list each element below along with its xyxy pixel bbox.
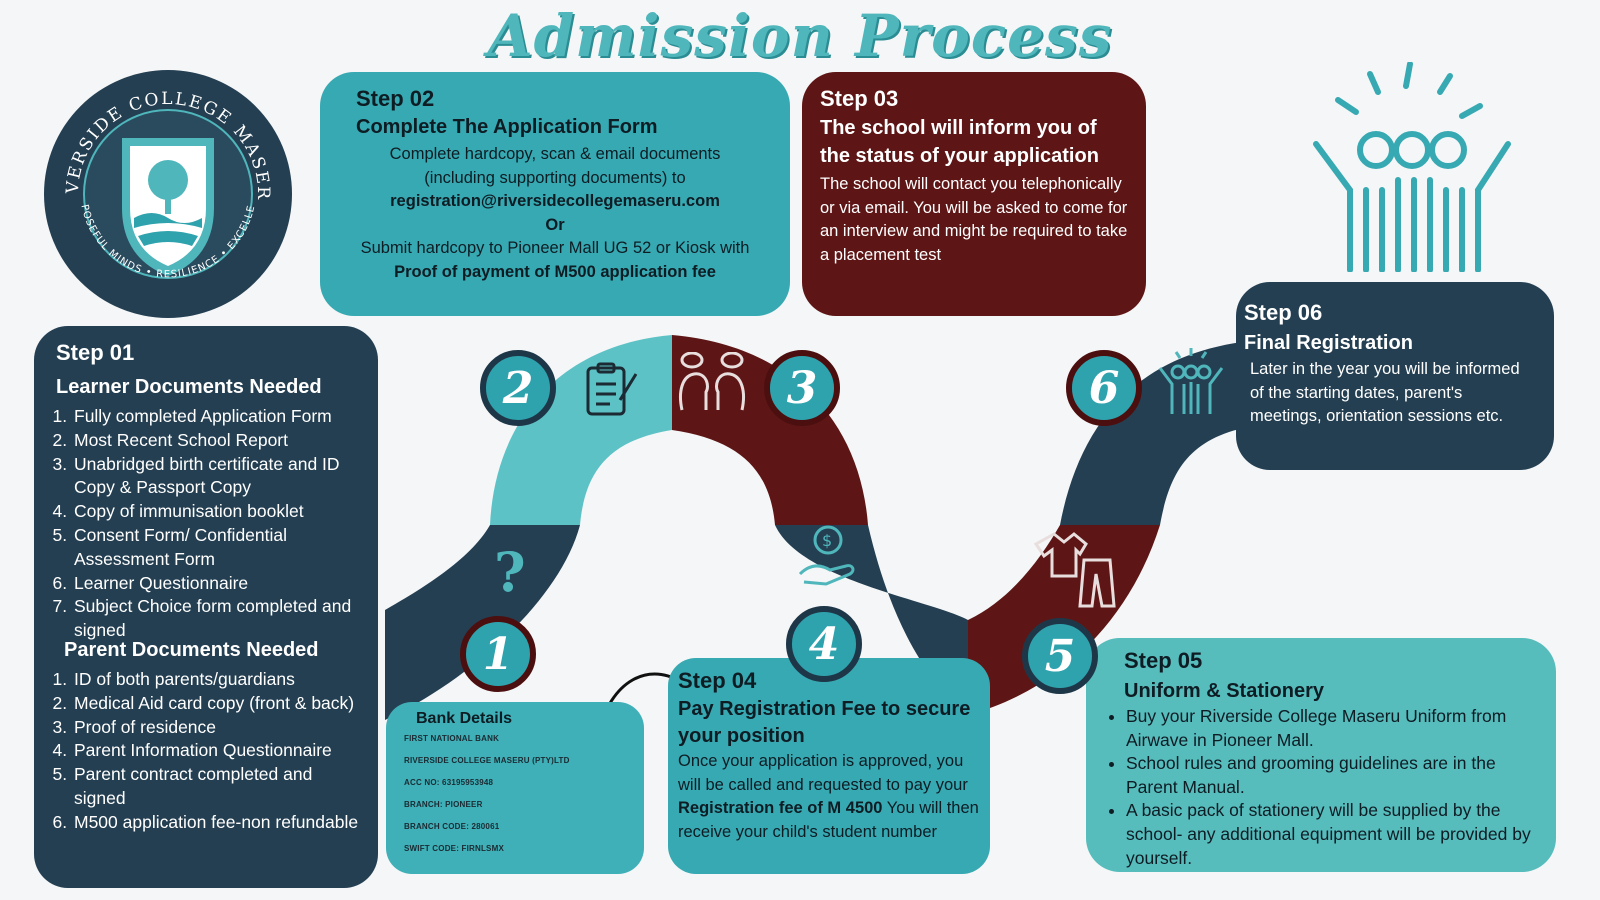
step-05-heading: Uniform & Stationery <box>1124 680 1325 702</box>
bank-details-heading: Bank Details <box>416 710 513 727</box>
step-03-heading: The school will inform you of the status… <box>820 117 1099 167</box>
page-title: Admission Process <box>487 2 1113 70</box>
step-04-text-part: You will then receive your child's stude… <box>678 799 979 841</box>
step-05-label: Step 05 <box>1124 648 1203 673</box>
step-number-4: 4 <box>786 606 862 682</box>
list-item: Proof of residence <box>72 716 360 740</box>
list-item: Parent Information Questionnaire <box>72 739 360 763</box>
path-segment-3 <box>672 335 868 525</box>
celebrating-people-icon <box>1310 61 1530 273</box>
list-item: School rules and grooming guidelines are… <box>1126 752 1540 799</box>
step-02-heading: Complete The Application Form <box>356 116 658 138</box>
step-01-card: Step 01 Learner Documents Needed Fully c… <box>34 326 378 888</box>
step-06-text: Later in the year you will be informed o… <box>1250 360 1520 426</box>
list-item: A basic pack of stationery will be suppl… <box>1126 799 1540 870</box>
question-mark-icon: ? <box>494 540 526 604</box>
small-people-icon <box>1158 348 1224 414</box>
step-number-3: 3 <box>764 350 840 426</box>
bank-line: ACC NO: 63195953948 <box>404 778 494 787</box>
step-05-card: Step 05 Uniform & Stationery Buy your Ri… <box>1086 638 1556 872</box>
bank-line: BRANCH CODE: 280061 <box>404 822 500 831</box>
learner-docs-heading: Learner Documents Needed <box>56 376 322 398</box>
parent-docs-heading: Parent Documents Needed <box>64 638 319 661</box>
step-number-6: 6 <box>1066 350 1142 426</box>
learner-docs-list: Fully completed Application Form Most Re… <box>56 405 360 643</box>
step-04-text: Once your application is approved, you w… <box>678 750 980 844</box>
list-item: Consent Form/ Confidential Assessment Fo… <box>72 524 360 572</box>
conversation-heads-icon <box>679 352 745 411</box>
step-06-label: Step 06 <box>1244 300 1323 325</box>
list-item: Most Recent School Report <box>72 429 360 453</box>
step-number-1: 1 <box>460 616 536 692</box>
step-04-text-part: Once your application is approved, you w… <box>678 752 968 794</box>
step-05-list: Buy your Riverside College Maseru Unifor… <box>1104 705 1540 870</box>
bank-line: BRANCH: PIONEER <box>404 800 483 809</box>
parent-docs-list: ID of both parents/guardians Medical Aid… <box>56 668 360 835</box>
list-item: Medical Aid card copy (front & back) <box>72 692 360 716</box>
step-06-card: Step 06 Final Registration Later in the … <box>1236 282 1554 470</box>
registration-fee-amount: Registration fee of M 4500 <box>678 799 883 817</box>
step-02-line: (including supporting documents) to <box>424 168 686 187</box>
step-02-card: Step 02 Complete The Application Form Co… <box>320 72 790 316</box>
step-number-5: 5 <box>1022 618 1098 694</box>
list-item: Learner Questionnaire <box>72 572 360 596</box>
or-label: Or <box>545 215 565 234</box>
step-number-2: 2 <box>480 350 556 426</box>
step-03-card: Step 03 The school will inform you of th… <box>802 72 1146 316</box>
step-03-label: Step 03 <box>820 86 899 111</box>
list-item: Parent contract completed and signed <box>72 763 360 811</box>
step-02-line: Proof of payment of M500 application fee <box>394 262 716 281</box>
step-02-line: Complete hardcopy, scan & email document… <box>389 145 721 163</box>
bank-line: SWIFT CODE: FIRNLSMX <box>404 844 504 853</box>
school-logo: RIVERSIDE COLLEGE MASERU PURPOSEFUL MIND… <box>34 53 294 320</box>
step-04-heading: Pay Registration Fee to secure your posi… <box>678 698 971 747</box>
step-03-text: The school will contact you telephonical… <box>820 175 1128 264</box>
list-item: Copy of immunisation booklet <box>72 500 360 524</box>
registration-email-link[interactable]: registration@riversidecollegemaseru.com <box>390 192 720 210</box>
step-04-label: Step 04 <box>678 668 757 693</box>
clipboard-checklist-icon <box>586 362 638 416</box>
bank-line: FIRST NATIONAL BANK <box>404 734 500 743</box>
step-04-card: Step 04 Pay Registration Fee to secure y… <box>668 658 990 874</box>
step-01-label: Step 01 <box>56 340 135 365</box>
path-segment-2 <box>490 335 672 525</box>
bank-line: RIVERSIDE COLLEGE MASERU (PTY)LTD <box>404 756 570 765</box>
list-item: Unabridged birth certificate and ID Copy… <box>72 453 360 501</box>
list-item: Buy your Riverside College Maseru Unifor… <box>1126 705 1540 752</box>
svg-text:$: $ <box>822 531 832 550</box>
uniform-clothes-icon <box>1033 532 1116 608</box>
money-hand-icon: $ <box>798 525 855 586</box>
list-item: Fully completed Application Form <box>72 405 360 429</box>
step-02-label: Step 02 <box>356 86 435 111</box>
bank-details-card: Bank Details FIRST NATIONAL BANK RIVERSI… <box>386 702 644 874</box>
step-02-line: Submit hardcopy to Pioneer Mall UG 52 or… <box>360 239 750 257</box>
list-item: Subject Choice form completed and signed <box>72 595 360 643</box>
list-item: M500 application fee-non refundable <box>72 811 360 835</box>
step-06-heading: Final Registration <box>1244 332 1413 354</box>
list-item: ID of both parents/guardians <box>72 668 360 692</box>
